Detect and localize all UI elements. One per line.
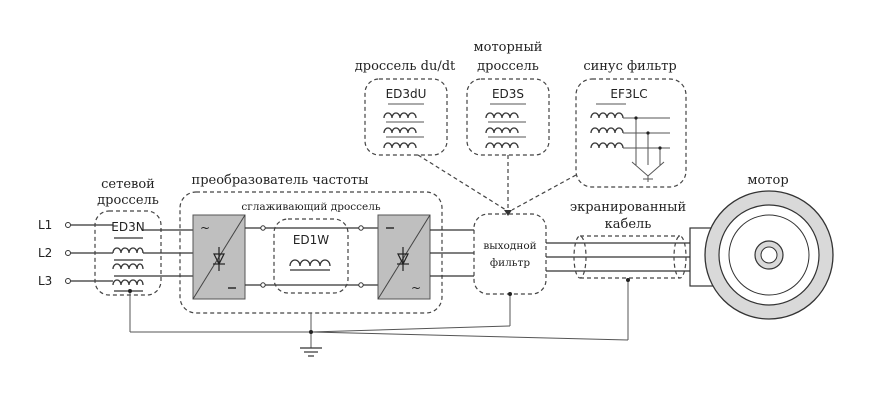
coil-2 <box>112 263 144 270</box>
dudt-choke-box <box>364 78 448 156</box>
dc-choke-box <box>273 218 349 294</box>
terminal-l2 <box>65 250 71 256</box>
dudt-coil-1 <box>383 112 417 119</box>
sine-coil-2 <box>590 127 624 134</box>
sine-filter-box <box>575 78 687 188</box>
motor-choke-code: ED3S <box>492 87 524 101</box>
motor-choke-title-2: дроссель <box>477 59 539 74</box>
frequency-converter: преобразователь частоты ~ сглаживающий д… <box>179 173 443 314</box>
line-reactor-code: ED3N <box>111 220 144 234</box>
line-reactor-title-1: сетевой <box>101 177 155 192</box>
input-lines: L1 L2 L3 <box>38 218 113 288</box>
sine-coil-1 <box>590 112 624 119</box>
dudt-choke: дроссель du/dt ED3dU <box>355 59 456 156</box>
dc-choke-code: ED1W <box>293 233 329 247</box>
motor-choke-coil-2 <box>485 127 519 134</box>
sine-coil-3 <box>590 142 624 149</box>
coil-3 <box>112 279 144 286</box>
sine-filter: синус фильтр EF3LC <box>575 59 687 188</box>
dudt-coil-3 <box>383 142 417 149</box>
output-filter: выходной фильтр <box>473 213 547 295</box>
coil-1 <box>112 247 144 254</box>
sine-filter-code: EF3LC <box>610 87 647 101</box>
line-label-l2: L2 <box>38 246 52 260</box>
output-filter-box <box>473 213 547 295</box>
motor-choke: моторный дроссель ED3S <box>466 40 550 156</box>
grounding <box>128 278 630 357</box>
line-label-l1: L1 <box>38 218 52 232</box>
ground-icon <box>300 347 322 357</box>
motor-choke-box <box>466 78 550 156</box>
output-filter-title-1: выходной <box>483 240 536 252</box>
terminal-l3 <box>65 278 71 284</box>
inverter-ac-symbol: ~ <box>411 281 421 295</box>
shielded-cable: экранированный кабель <box>570 200 687 279</box>
line-reactor: сетевой дроссель ED3N <box>94 177 162 296</box>
dc-choke-label: сглаживающий дроссель <box>241 201 381 213</box>
dudt-coil-2 <box>383 127 417 134</box>
line-label-l3: L3 <box>38 274 52 288</box>
dudt-choke-title: дроссель du/dt <box>355 59 456 74</box>
shielded-cable-title-1: экранированный <box>570 200 686 215</box>
motor: мотор <box>689 173 834 320</box>
dc-choke-coil <box>289 259 331 267</box>
line-reactor-title-2: дроссель <box>97 193 159 208</box>
motor-title: мотор <box>747 173 788 188</box>
rectifier-ac-symbol: ~ <box>200 221 210 235</box>
motor-choke-coil-1 <box>485 112 519 119</box>
motor-choke-coil-3 <box>485 142 519 149</box>
shielded-cable-title-2: кабель <box>605 217 652 232</box>
sine-filter-title: синус фильтр <box>583 59 676 74</box>
connector-arrows <box>417 154 577 216</box>
output-filter-title-2: фильтр <box>490 257 530 269</box>
motor-choke-title-1: моторный <box>474 40 543 55</box>
converter-title: преобразователь частоты <box>192 173 369 188</box>
terminal-l1 <box>65 222 71 228</box>
dudt-choke-code: ED3dU <box>386 87 427 101</box>
